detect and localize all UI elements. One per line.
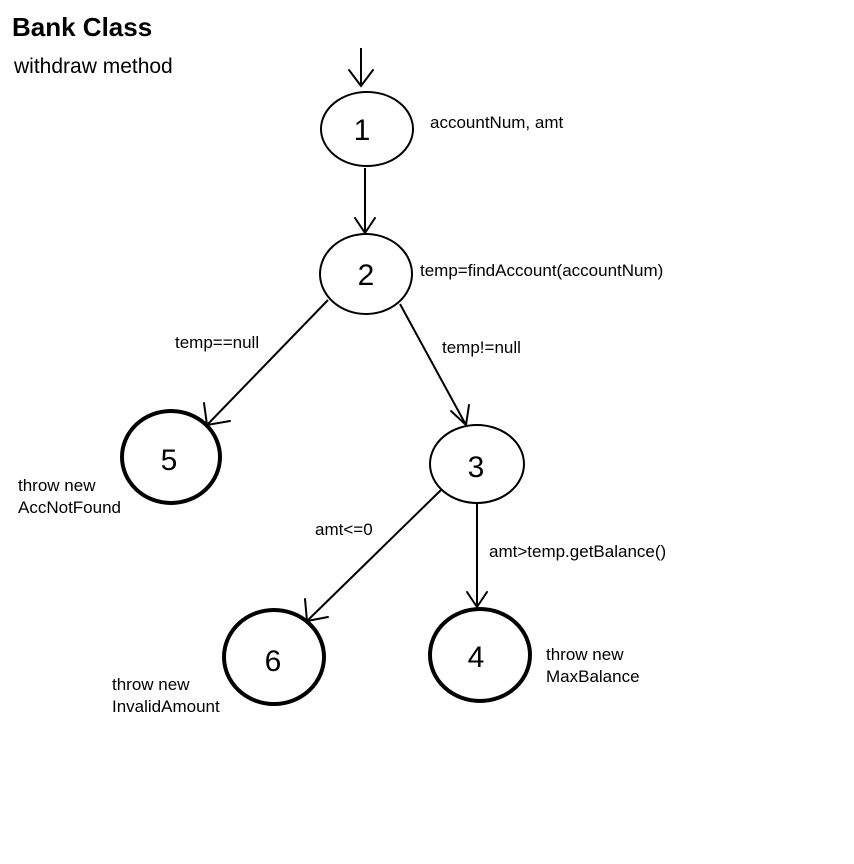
node-1-annotation: accountNum, amt [430, 113, 563, 132]
node-2: 2 [319, 233, 413, 315]
edge-3-to-6 [304, 489, 442, 623]
edge-label-3-to-4: amt>temp.getBalance() [489, 542, 666, 561]
node-3-label: 3 [468, 451, 485, 484]
edge-2-to-5 [203, 299, 329, 427]
node-4-annotation-line2: MaxBalance [546, 667, 640, 686]
node-5-annotation-line1: throw new [18, 476, 96, 495]
edge-2-to-3 [399, 303, 470, 428]
edge-entry-to-1 [348, 48, 374, 88]
node-4-annotation-line1: throw new [546, 645, 624, 664]
diagram-title: Bank Class [12, 12, 152, 42]
edge-3-to-4 [466, 503, 488, 609]
node-5: 5 [120, 409, 222, 505]
node-3: 3 [429, 424, 525, 504]
edge-label-3-to-6: amt<=0 [315, 520, 373, 539]
node-5-label: 5 [161, 444, 178, 477]
node-6-label: 6 [265, 645, 282, 678]
node-1: 1 [320, 91, 414, 167]
node-1-label: 1 [354, 114, 371, 147]
node-6-annotation-line2: InvalidAmount [112, 697, 220, 716]
node-4: 4 [428, 607, 532, 703]
edge-1-to-2 [354, 168, 376, 235]
node-2-annotation: temp=findAccount(accountNum) [420, 261, 663, 280]
node-5-annotation-line2: AccNotFound [18, 498, 121, 517]
edge-label-2-to-3: temp!=null [442, 338, 521, 357]
node-6: 6 [222, 608, 326, 706]
node-6-annotation-line1: throw new [112, 675, 190, 694]
diagram-subtitle: withdraw method [13, 55, 173, 78]
edge-label-2-to-5: temp==null [175, 333, 259, 352]
node-4-label: 4 [468, 641, 485, 674]
node-2-label: 2 [358, 259, 375, 292]
